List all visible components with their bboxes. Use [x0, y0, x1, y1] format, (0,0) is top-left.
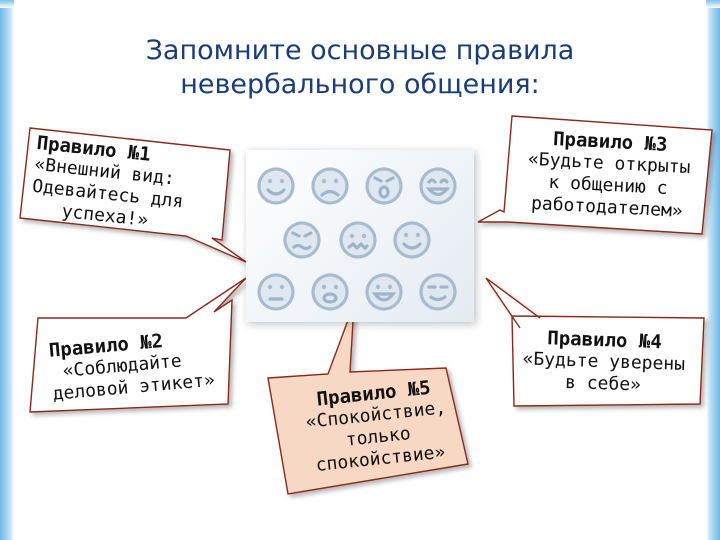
bubble-rule-1 — [19, 127, 247, 263]
smile-face-icon — [257, 167, 295, 205]
sad-face-icon — [311, 167, 349, 205]
title-line-1: Запомните основные правила — [145, 35, 575, 66]
confused-face-icon — [339, 221, 377, 259]
bubble-rule-5 — [267, 303, 469, 495]
title-line-2: невербального общения: — [180, 69, 540, 100]
emoticons-panel — [246, 150, 474, 322]
surprised-face-icon — [365, 167, 403, 205]
rule-4-text: Правило №4 «Будьте уверены в себе» — [510, 326, 698, 398]
page-title: Запомните основные правила невербального… — [0, 34, 720, 102]
neutral-face-icon — [257, 273, 295, 311]
grin-face-icon — [365, 273, 403, 311]
laughing-face-icon — [419, 167, 457, 205]
open-mouth-face-icon — [311, 273, 349, 311]
bubble-rule-3 — [477, 115, 713, 235]
bubble-rule-4 — [485, 277, 705, 407]
worried-face-icon — [283, 221, 321, 259]
smile-face-icon — [393, 221, 431, 259]
emoticons-grid — [257, 167, 457, 311]
rule-5-text: Правило №5 «Спокойствие, только спокойст… — [284, 373, 470, 479]
rule-1-text: Правило №1 «Внешний вид: Одевайтесь для … — [29, 132, 189, 235]
content-face-icon — [419, 273, 457, 311]
bubble-rule-2 — [29, 277, 247, 413]
rule-3-text: Правило №3 «Будьте открыты к общению с р… — [511, 126, 705, 224]
